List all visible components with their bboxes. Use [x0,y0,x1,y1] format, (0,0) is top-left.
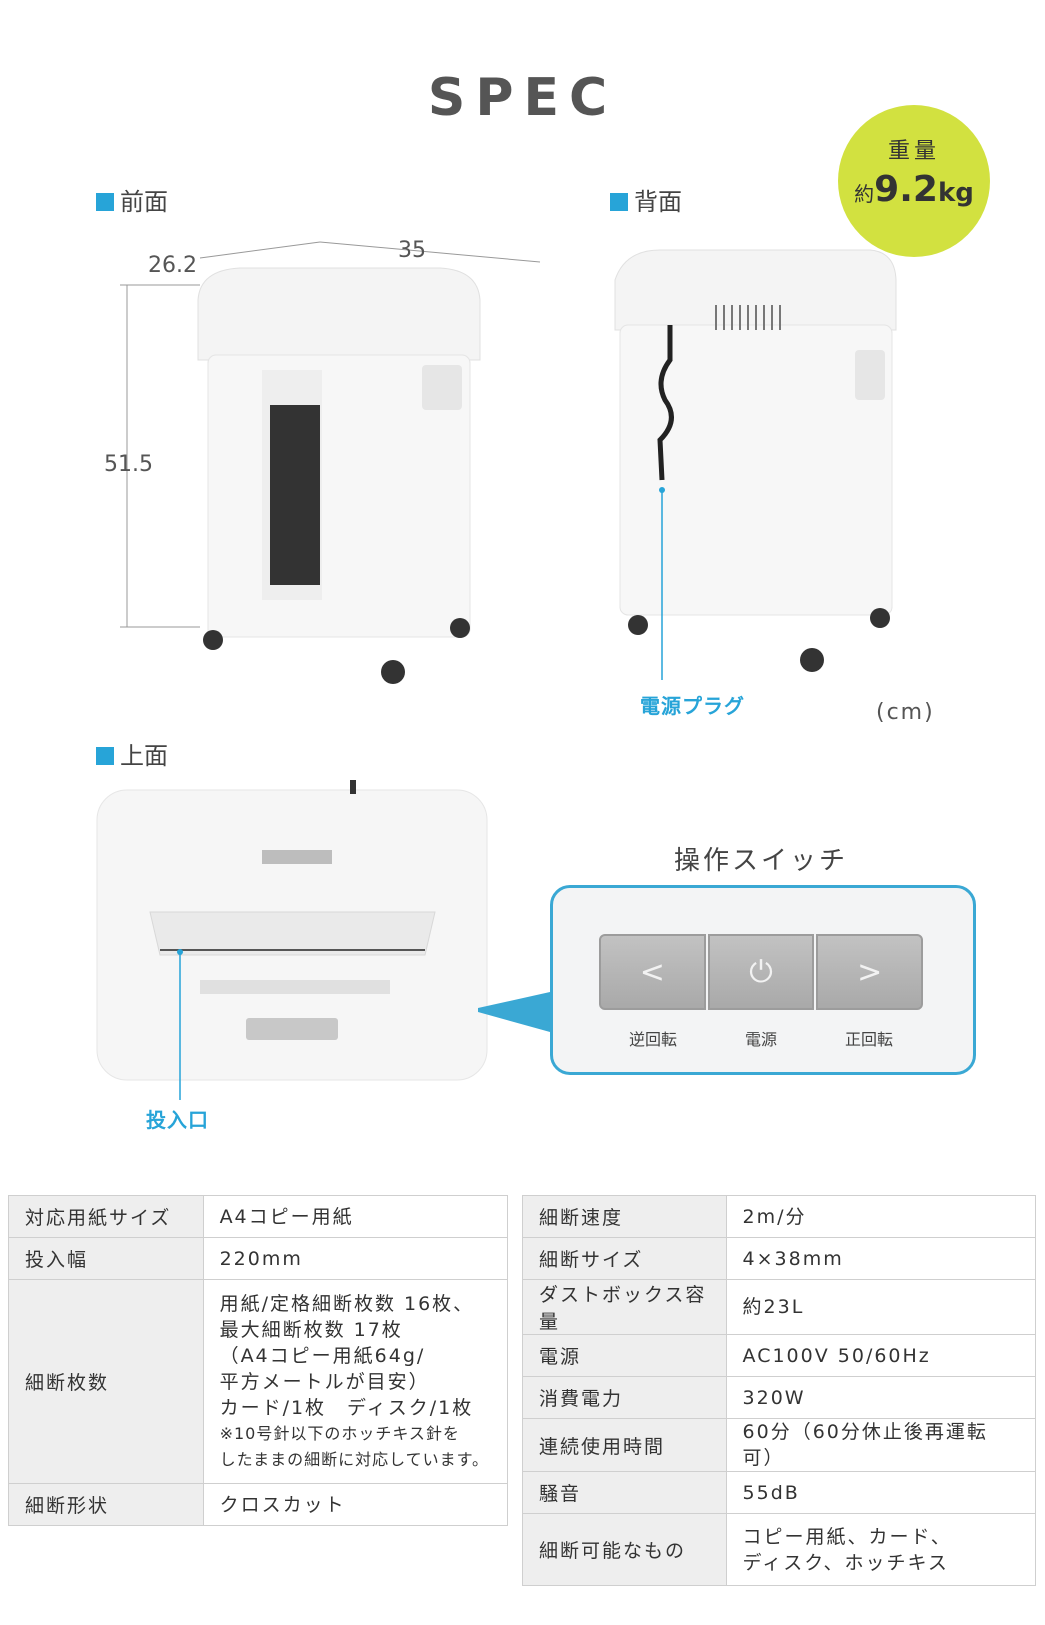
table-row: 対応用紙サイズ A4コピー用紙 [8,1195,509,1238]
switch-title: 操作スイッチ [674,846,849,876]
width-dimension: 35 [398,238,426,263]
table-row: 消費電力 320W [522,1376,1037,1419]
back-shredder-image [614,249,897,680]
spec-key: 対応用紙サイズ [8,1195,204,1238]
spec-note: ※10号針以下のホッチキス針を [219,1423,460,1443]
height-dimension: 51.5 [104,452,153,477]
table-row: 細断速度 2m/分 [522,1195,1037,1238]
spec-key: 投入幅 [8,1237,204,1280]
page-title: SPEC [427,68,618,128]
weight-badge: 重量 約9.2kg [838,105,990,257]
spec-key: 消費電力 [522,1376,727,1419]
table-row: 電源 AC100V 50/60Hz [522,1334,1037,1377]
top-view-label: 上面 [96,736,168,771]
front-shredder-image [197,267,481,684]
spec-value: コピー用紙、カード、 ディスク、ホッチキス [725,1513,1037,1586]
spec-value: 220mm [202,1237,509,1280]
table-row: 騒音 55dB [522,1471,1037,1514]
spec-value: クロスカット [202,1483,509,1526]
spec-key: 電源 [522,1334,727,1377]
spec-key: 細断可能なもの [522,1513,727,1586]
spec-key: 騒音 [522,1471,727,1514]
back-view-label: 背面 [610,182,682,217]
spec-key: 細断サイズ [522,1237,727,1280]
spec-table-right: 細断速度 2m/分 細断サイズ 4×38mm ダストボックス容量 約23L 電源… [522,1195,1037,1586]
table-row: 細断枚数 用紙/定格細断枚数 16枚、 最大細断枚数 17枚 （A4コピー用紙6… [8,1279,509,1484]
reverse-label: 逆回転 [628,1030,677,1049]
square-bullet-icon [96,193,114,211]
spec-value: 用紙/定格細断枚数 16枚、 最大細断枚数 17枚 （A4コピー用紙64g/ 平… [202,1279,509,1484]
reverse-button: < [599,934,706,1010]
power-plug-callout: 電源プラグ [640,694,745,718]
weight-value: 約9.2kg [854,169,974,210]
depth-dimension: 26.2 [148,253,197,278]
forward-button: > [816,934,924,1010]
forward-label: 正回転 [844,1030,893,1049]
spec-key: ダストボックス容量 [522,1279,727,1335]
table-row: 投入幅 220mm [8,1237,509,1280]
square-bullet-icon [610,193,628,211]
spec-value: 4×38mm [725,1237,1037,1280]
dimension-lines [120,241,541,628]
table-row: 連続使用時間 60分（60分休止後再運転可） [522,1418,1037,1472]
spec-key: 連続使用時間 [522,1418,727,1472]
spec-note: したままの細断に対応しています。 [219,1449,490,1469]
dimension-unit: (cm) [876,700,935,725]
spec-value: 約23L [725,1279,1037,1335]
spec-key: 細断形状 [8,1483,204,1526]
switch-panel: < ⏻ > 逆回転 電源 正回転 [550,885,976,1075]
spec-table-left: 対応用紙サイズ A4コピー用紙 投入幅 220mm 細断枚数 用紙/定格細断枚数… [8,1195,509,1526]
table-row: ダストボックス容量 約23L [522,1279,1037,1335]
square-bullet-icon [96,747,114,765]
spec-key: 細断枚数 [8,1279,204,1484]
spec-value: AC100V 50/60Hz [725,1334,1037,1377]
front-view-label: 前面 [96,182,168,217]
product-illustrations [96,241,897,1100]
spec-value: 2m/分 [725,1195,1037,1238]
insertion-slot-callout: 投入口 [146,1108,209,1132]
spec-value: A4コピー用紙 [202,1195,509,1238]
spec-value: 55dB [725,1471,1037,1514]
table-row: 細断可能なもの コピー用紙、カード、 ディスク、ホッチキス [522,1513,1037,1586]
switch-buttons: < ⏻ > [599,934,924,1010]
spec-value: 60分（60分休止後再運転可） [725,1418,1037,1472]
top-shredder-image [96,780,550,1100]
table-row: 細断サイズ 4×38mm [522,1237,1037,1280]
spec-value: 320W [725,1376,1037,1419]
weight-label: 重量 [887,139,940,164]
spec-key: 細断速度 [522,1195,727,1238]
power-label: 電源 [744,1030,777,1049]
switch-labels: 逆回転 電源 正回転 [599,1026,923,1050]
power-button: ⏻ [707,934,815,1010]
table-row: 細断形状 クロスカット [8,1483,509,1526]
